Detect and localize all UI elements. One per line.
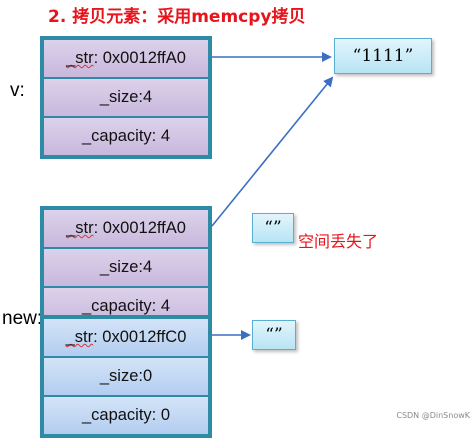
v-str-cell: _str: 0x0012ffA0	[44, 40, 208, 77]
string-box-top: “1111”	[334, 38, 432, 74]
v-capacity-cell: _capacity: 4	[44, 118, 208, 155]
string-box-bottom: “”	[252, 320, 296, 350]
new-size-cell: _size:0	[44, 358, 208, 395]
new-str-name: _str	[65, 328, 94, 346]
diagram-title: 2. 拷贝元素：采用memcpy拷贝	[48, 7, 306, 27]
v-str-name: _str	[66, 49, 94, 67]
watermark: CSDN @DinSnowK	[396, 411, 470, 420]
vector-v-block: _str: 0x0012ffA0 _size:4 _capacity: 4	[40, 36, 212, 159]
copy-str-cell: _str: 0x0012ffA0	[44, 210, 208, 247]
new-str-cell: _str: 0x0012ffC0	[44, 319, 208, 356]
arrow-copy-to-top-string	[211, 76, 334, 227]
copy-size-cell: _size:4	[44, 249, 208, 286]
space-lost-note: 空间丢失了	[298, 232, 379, 251]
copy-str-value: : 0x0012ffA0	[93, 219, 186, 237]
v-size-cell: _size:4	[44, 79, 208, 116]
string-box-middle: “”	[252, 213, 294, 243]
label-new: new:	[2, 308, 43, 329]
copy-str-name: _str	[66, 219, 94, 237]
label-v: v:	[10, 80, 25, 101]
v-str-value: : 0x0012ffA0	[93, 49, 186, 67]
pointer-arrows	[211, 52, 334, 340]
new-str-value: : 0x0012ffC0	[93, 328, 187, 346]
vector-new-block: _str: 0x0012ffC0 _size:0 _capacity: 0	[40, 315, 212, 438]
